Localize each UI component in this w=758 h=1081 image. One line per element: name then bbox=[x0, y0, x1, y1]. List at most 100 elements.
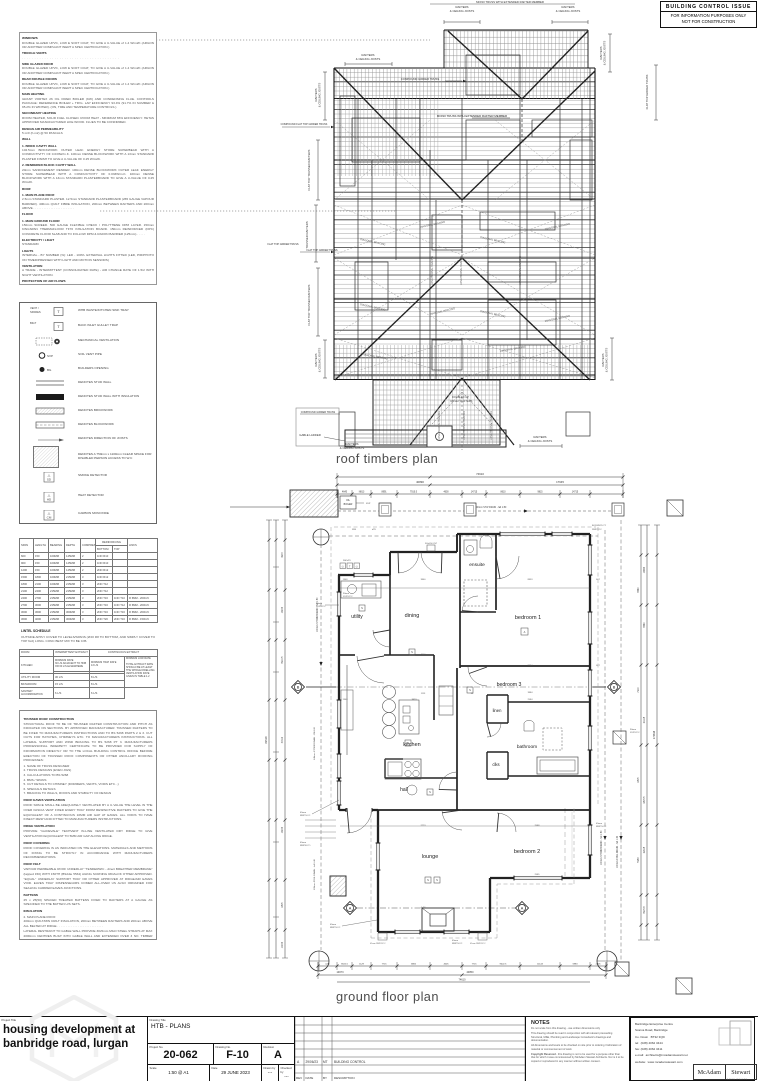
svg-text:& CEILING JOISTS: & CEILING JOISTS bbox=[603, 41, 607, 66]
svg-text:7715: 7715 bbox=[472, 964, 478, 966]
svg-text:DIAGONAL BRACING: DIAGONAL BRACING bbox=[360, 237, 386, 246]
svg-text:kitchen: kitchen bbox=[403, 742, 420, 748]
svg-text:1348: 1348 bbox=[343, 579, 349, 581]
svg-text:29/06/23: 29/06/23 bbox=[306, 1060, 319, 1064]
svg-text:8640: 8640 bbox=[644, 622, 646, 628]
svg-text:bedroom 3: bedroom 3 bbox=[497, 682, 522, 688]
svg-text:SVP: SVP bbox=[47, 354, 53, 358]
svg-text:90mm: 90mm bbox=[630, 729, 636, 731]
svg-text:3973: 3973 bbox=[412, 699, 418, 701]
svg-text:dining: dining bbox=[405, 613, 420, 619]
svg-text:N813: N813 bbox=[359, 492, 365, 494]
svg-text:82518: 82518 bbox=[265, 736, 268, 744]
svg-text:45mm: 45mm bbox=[452, 940, 458, 942]
svg-text:1129: 1129 bbox=[359, 964, 364, 966]
svg-text:MT: MT bbox=[323, 1060, 328, 1064]
svg-text:1348: 1348 bbox=[343, 699, 349, 701]
svg-text:ground floor plan: ground floor plan bbox=[336, 989, 439, 1004]
svg-text:RAFTERS: RAFTERS bbox=[314, 88, 318, 101]
svg-text:RAFTERS: RAFTERS bbox=[314, 353, 318, 366]
svg-text:A: A bbox=[521, 907, 524, 911]
svg-text:37910: 37910 bbox=[282, 736, 284, 743]
svg-text:40890: 40890 bbox=[416, 480, 424, 484]
svg-text:140mm STORM DRAIN - SW 100: 140mm STORM DRAIN - SW 100 bbox=[313, 726, 316, 760]
svg-text:FLAT TOP GIRDER TRUSS: FLAT TOP GIRDER TRUSS bbox=[267, 243, 298, 246]
svg-text:DIAGONAL BRACING: DIAGONAL BRACING bbox=[480, 309, 506, 318]
svg-text:8984: 8984 bbox=[528, 665, 534, 667]
svg-text:S: S bbox=[411, 650, 413, 654]
svg-text:S: S bbox=[427, 878, 429, 882]
svg-text:DIAGONAL BRACING: DIAGONAL BRACING bbox=[419, 220, 445, 229]
svg-text:100mm FOUL DRAIN - fall 1:40: 100mm FOUL DRAIN - fall 1:40 bbox=[313, 859, 316, 890]
svg-text:21915: 21915 bbox=[644, 716, 646, 723]
svg-text:FLAT TOP TRUSSED RAFTERS: FLAT TOP TRUSSED RAFTERS bbox=[307, 284, 311, 325]
svg-text:BG: BG bbox=[47, 368, 52, 372]
svg-text:LONGITUDINAL BRACING: LONGITUDINAL BRACING bbox=[519, 256, 522, 285]
svg-text:BODSWYD-TY: BODSWYD-TY bbox=[592, 525, 607, 527]
svg-text:∅: ∅ bbox=[342, 565, 345, 569]
svg-text:S: S bbox=[436, 878, 438, 882]
svg-text:8915.8: 8915.8 bbox=[644, 906, 646, 914]
svg-text:SVP/VCC: SVP/VCC bbox=[630, 732, 640, 734]
svg-text:RAFTERS: RAFTERS bbox=[561, 5, 574, 9]
svg-text:bedroom 2: bedroom 2 bbox=[514, 849, 540, 855]
svg-text:RAFTERS: RAFTERS bbox=[599, 46, 603, 59]
svg-text:MONO TRUSS WITH EXTENDED RAFTE: MONO TRUSS WITH EXTENDED RAFTER MEMBER bbox=[437, 114, 507, 118]
svg-text:RWP/KYO: RWP/KYO bbox=[300, 845, 311, 847]
svg-text:utility: utility bbox=[351, 614, 363, 620]
svg-text:3960: 3960 bbox=[421, 579, 427, 581]
svg-text:& CEILING JOISTS: & CEILING JOISTS bbox=[556, 9, 581, 13]
svg-text:7910.5: 7910.5 bbox=[410, 492, 418, 494]
svg-text:5983: 5983 bbox=[638, 857, 640, 863]
svg-text:7715: 7715 bbox=[382, 964, 388, 966]
svg-text:9022.5: 9022.5 bbox=[500, 964, 507, 966]
svg-text:SVP: SVP bbox=[366, 503, 371, 505]
svg-text:4973: 4973 bbox=[282, 552, 284, 558]
svg-text:TRUSSED RAFTERS: TRUSSED RAFTERS bbox=[305, 221, 309, 248]
svg-text:14973: 14973 bbox=[337, 971, 345, 974]
svg-text:△: △ bbox=[48, 494, 52, 498]
svg-text:DIAGONAL BRACING: DIAGONAL BRACING bbox=[544, 314, 570, 323]
svg-text:& CEILING JOISTS: & CEILING JOISTS bbox=[340, 446, 365, 450]
svg-text:S: S bbox=[469, 688, 471, 692]
svg-text:△: △ bbox=[48, 512, 52, 516]
svg-text:22915: 22915 bbox=[644, 846, 646, 853]
svg-text:DIAGONAL BRACING: DIAGONAL BRACING bbox=[480, 235, 506, 244]
svg-text:VALLEY RAFTERS: VALLEY RAFTERS bbox=[450, 399, 473, 403]
svg-text:174818: 174818 bbox=[653, 730, 656, 739]
svg-text:LONGITUDINAL BRACING: LONGITUDINAL BRACING bbox=[431, 256, 434, 285]
svg-text:bathroom: bathroom bbox=[517, 744, 537, 750]
svg-text:T: T bbox=[349, 565, 351, 569]
svg-text:OIL: OIL bbox=[346, 499, 351, 502]
svg-text:BUILDING CONTROL: BUILDING CONTROL bbox=[334, 1060, 366, 1064]
svg-text:RWP/VCC: RWP/VCC bbox=[300, 815, 311, 817]
svg-text:14715: 14715 bbox=[471, 492, 478, 494]
svg-text:2585: 2585 bbox=[535, 874, 541, 876]
svg-text:LONGITUDINAL BRACING: LONGITUDINAL BRACING bbox=[460, 256, 463, 285]
svg-text:S: S bbox=[429, 790, 431, 794]
svg-text:3984: 3984 bbox=[528, 692, 534, 694]
svg-text:LONGITUDINAL BRACING: LONGITUDINAL BRACING bbox=[490, 411, 493, 440]
svg-text:BY: BY bbox=[323, 1076, 327, 1080]
svg-text:lounge: lounge bbox=[422, 854, 439, 860]
svg-text:607: 607 bbox=[596, 579, 600, 581]
svg-text:8610: 8610 bbox=[500, 492, 506, 494]
svg-text:4s73: 4s73 bbox=[421, 907, 427, 909]
svg-text:45mm: 45mm bbox=[596, 823, 602, 825]
svg-text:bedroom 1: bedroom 1 bbox=[515, 615, 541, 621]
svg-text:9815.5: 9815.5 bbox=[644, 796, 646, 804]
svg-text:RAFTERS: RAFTERS bbox=[345, 442, 358, 446]
svg-text:8991: 8991 bbox=[381, 492, 387, 494]
svg-text:RWP/VCC: RWP/VCC bbox=[596, 826, 607, 828]
svg-text:T: T bbox=[57, 324, 60, 329]
svg-text:DIAGONAL BRACING: DIAGONAL BRACING bbox=[362, 352, 388, 360]
svg-text:roof timbers plan: roof timbers plan bbox=[336, 451, 438, 466]
svg-text:10973: 10973 bbox=[282, 941, 284, 948]
svg-text:9815: 9815 bbox=[537, 492, 543, 494]
svg-text:& CEILING JOISTS: & CEILING JOISTS bbox=[318, 83, 322, 108]
svg-text:9815: 9815 bbox=[638, 777, 640, 783]
svg-text:FLAT TOP TRUSSED RAFTERS: FLAT TOP TRUSSED RAFTERS bbox=[307, 149, 311, 190]
svg-text:DATE: DATE bbox=[306, 1076, 314, 1080]
svg-text:14973: 14973 bbox=[282, 826, 284, 833]
svg-text:linen: linen bbox=[493, 708, 503, 713]
